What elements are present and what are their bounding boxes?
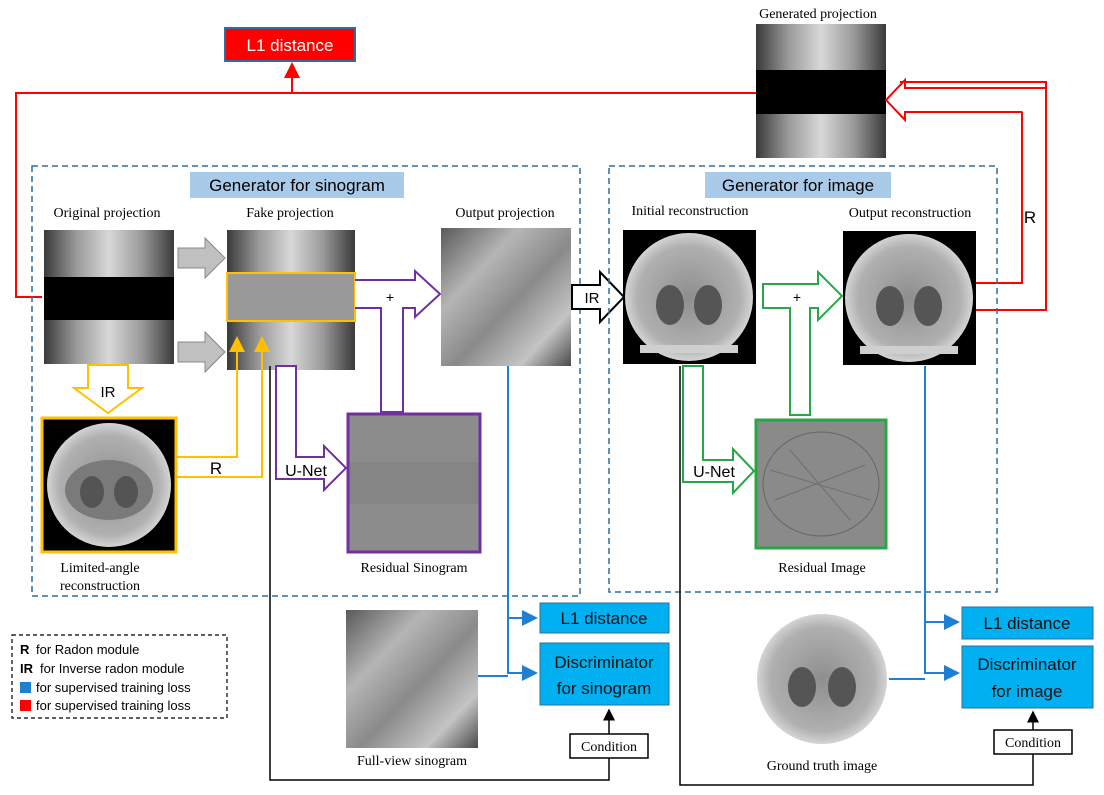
output-projection-label: Output projection [455, 206, 554, 221]
original-projection-image [44, 230, 174, 364]
image-generator-title-box [705, 172, 891, 198]
orange-radon-path [176, 336, 270, 478]
ir-middle-arrow [571, 269, 626, 325]
red-loss-line [15, 62, 1047, 311]
residual-sinogram-label: Residual Sinogram [361, 561, 468, 576]
residual-sinogram-image [346, 412, 482, 554]
image-generator-title: Generator for image [722, 176, 874, 195]
legend-red-text: for supervised training loss [36, 698, 191, 713]
fake-projection-label: Fake projection [246, 206, 333, 221]
generated-projection-label: Generated projection [759, 7, 877, 22]
limited-angle-label-1: Limited-angle [60, 561, 139, 576]
initial-reconstruction-label: Initial reconstruction [631, 204, 748, 219]
ir-label-left: IR [101, 384, 116, 401]
condition-image-label: Condition [1005, 736, 1061, 751]
l1-distance-sino-box [539, 602, 670, 634]
l1-distance-top-box [224, 27, 356, 62]
blue-loss-lines-image [889, 366, 960, 681]
l1-distance-image-box [961, 606, 1094, 640]
discriminator-sino-label-2: for sinogram [557, 679, 651, 698]
purple-unet-arrow [275, 365, 348, 493]
sinogram-generator-title: Generator for sinogram [209, 176, 385, 195]
l1-distance-image-label: L1 distance [984, 614, 1071, 633]
image-generator-panel [608, 165, 998, 593]
original-projection-label: Original projection [54, 206, 161, 221]
output-reconstruction-image [843, 231, 976, 365]
legend-red-swatch [20, 700, 31, 711]
discriminator-sino-label-1: Discriminator [554, 653, 654, 672]
discriminator-image-label-2: for image [992, 682, 1063, 701]
output-reconstruction-label: Output reconstruction [849, 206, 971, 221]
ground-truth-image [756, 611, 889, 747]
limited-angle-label-2: reconstruction [60, 579, 140, 594]
black-condition-line-image [679, 366, 1039, 786]
condition-sino-label: Condition [581, 740, 637, 755]
radon-label-left: R [210, 459, 222, 478]
full-view-sinogram-image [346, 610, 478, 748]
sinogram-generator-panel [31, 165, 581, 597]
residual-image-label: Residual Image [778, 561, 865, 576]
legend-box [11, 634, 228, 719]
initial-reconstruction-image [623, 230, 756, 364]
l1-distance-sino-label: L1 distance [561, 609, 648, 628]
ground-truth-label: Ground truth image [767, 759, 877, 774]
legend-blue-text: for supervised training loss [36, 680, 191, 695]
gray-arrow-top [177, 236, 226, 280]
gray-arrow-bottom [177, 330, 226, 374]
limited-angle-image [40, 416, 178, 554]
output-projection-image [441, 228, 571, 366]
purple-plus-arrow [355, 268, 442, 413]
radon-label-right: R [1024, 208, 1036, 227]
green-plus-arrow [762, 269, 844, 416]
legend-ir-key: IR [20, 661, 34, 676]
ir-label-middle: IR [585, 290, 600, 307]
green-unet-arrow [682, 365, 756, 496]
red-hollow-arrow [884, 77, 1046, 123]
legend-ir-text: for Inverse radon module [40, 661, 185, 676]
residual-image [754, 418, 888, 550]
sinogram-generator-title-box [190, 172, 404, 198]
discriminator-image-label-1: Discriminator [977, 655, 1077, 674]
ir-down-arrow [70, 364, 146, 415]
image-plus-label: + [793, 289, 801, 305]
legend-r-key: R [20, 642, 30, 657]
blue-loss-lines-sino [478, 366, 538, 681]
sino-unet-label: U-Net [285, 463, 327, 480]
discriminator-image-box [961, 645, 1094, 709]
legend-blue-swatch [20, 682, 31, 693]
discriminator-sino-box [539, 642, 670, 706]
legend-r-text: for Radon module [36, 642, 139, 657]
fake-projection-image [226, 230, 356, 370]
sino-plus-label: + [386, 289, 394, 305]
full-view-sinogram-label: Full-view sinogram [357, 754, 467, 769]
image-unet-label: U-Net [693, 464, 735, 481]
generated-projection-image [756, 24, 886, 158]
black-condition-line-sino [269, 366, 615, 781]
l1-distance-top-label: L1 distance [247, 36, 334, 55]
